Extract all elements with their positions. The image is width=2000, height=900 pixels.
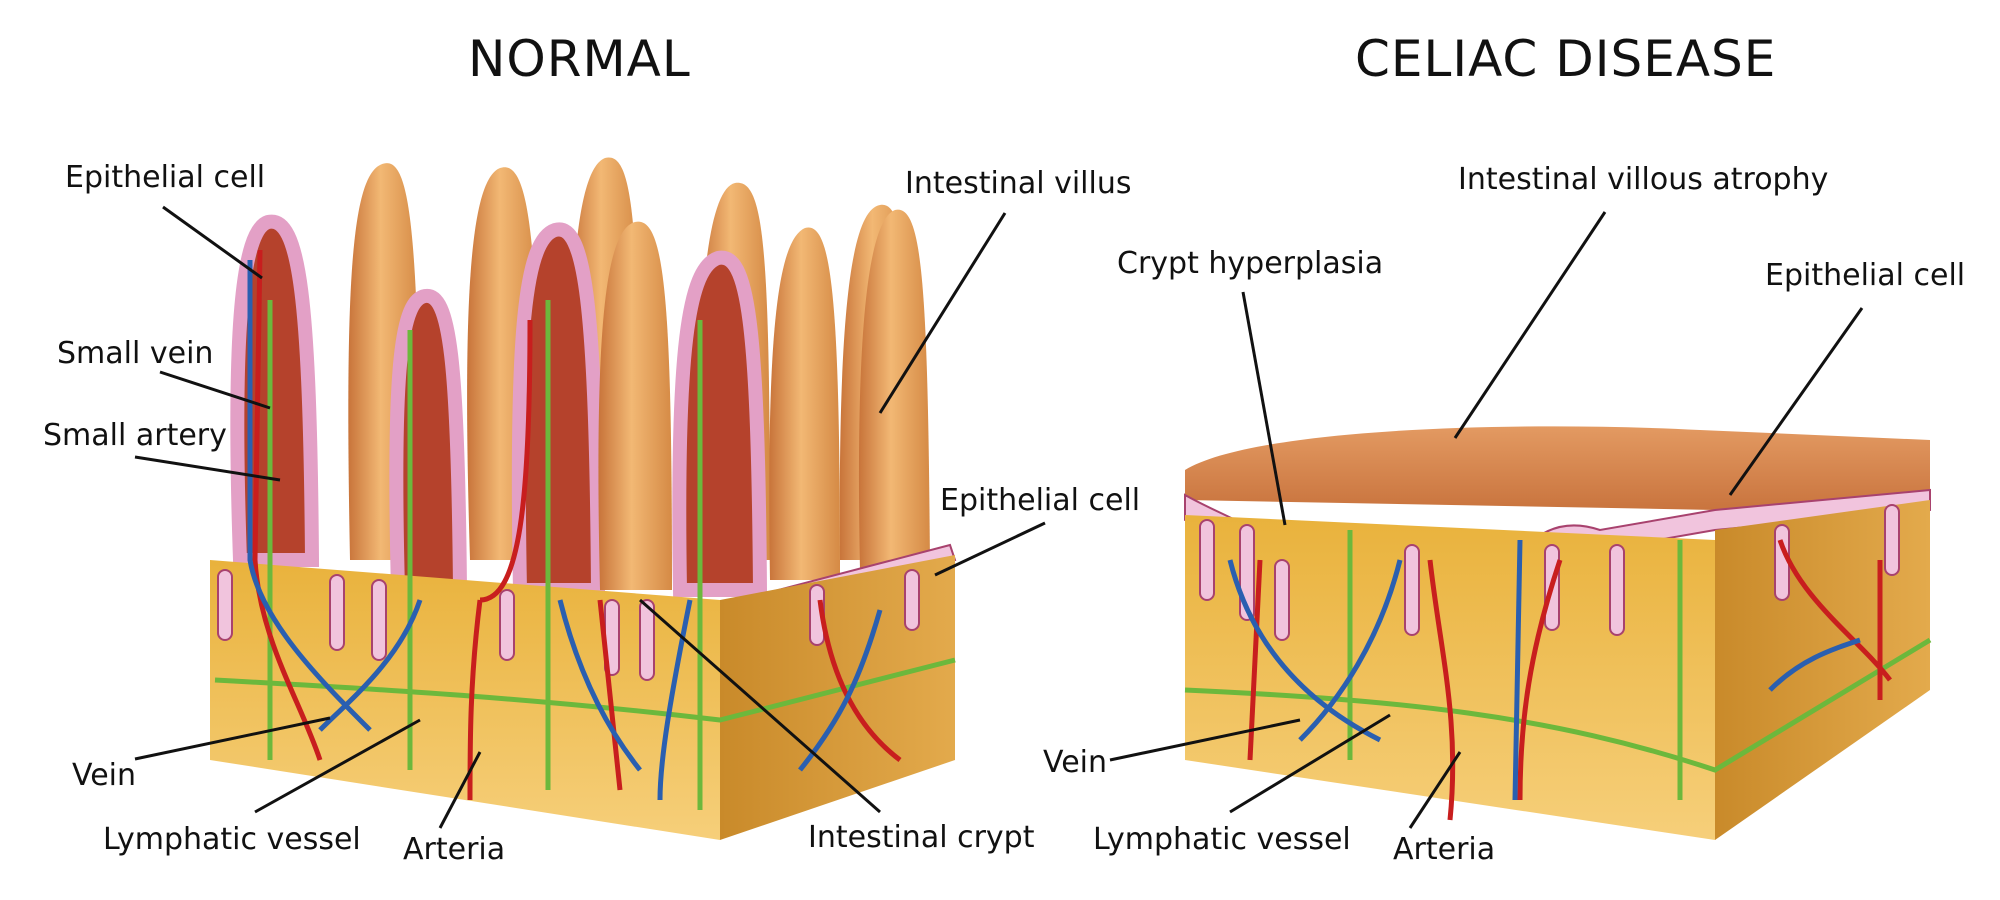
title-celiac-disease: CELIAC DISEASE bbox=[1355, 30, 1777, 88]
label-epithelial-cell-top: Epithelial cell bbox=[65, 160, 266, 195]
front-villi bbox=[230, 209, 930, 597]
label-small-artery: Small artery bbox=[43, 418, 227, 453]
normal-vessels bbox=[214, 249, 956, 810]
celiac-vessels bbox=[1184, 530, 1932, 821]
label-vein-normal: Vein bbox=[72, 758, 136, 793]
label-vein-celiac: Vein bbox=[1043, 745, 1107, 780]
label-crypt-hyperplasia: Crypt hyperplasia bbox=[1117, 246, 1384, 281]
label-epithelial-cell-celiac: Epithelial cell bbox=[1765, 258, 1966, 293]
label-arteria-celiac: Arteria bbox=[1393, 832, 1496, 867]
label-epithelial-cell-right: Epithelial cell bbox=[940, 483, 1141, 518]
normal-leader-lines bbox=[134, 205, 1046, 829]
celiac-side-face bbox=[1715, 500, 1930, 840]
normal-tissue-block bbox=[134, 157, 1046, 840]
label-lymphatic-vessel-normal: Lymphatic vessel bbox=[103, 822, 361, 857]
label-arteria-normal: Arteria bbox=[403, 832, 506, 867]
normal-crypts bbox=[217, 569, 920, 681]
title-normal: NORMAL bbox=[468, 30, 691, 88]
label-lymphatic-vessel-celiac: Lymphatic vessel bbox=[1093, 822, 1351, 857]
label-intestinal-villus: Intestinal villus bbox=[905, 166, 1132, 201]
label-intestinal-crypt: Intestinal crypt bbox=[808, 820, 1035, 855]
normal-side-face bbox=[720, 555, 955, 840]
celiac-leader-lines bbox=[1109, 211, 1864, 829]
flat-mucosa-surface bbox=[1185, 426, 1930, 510]
label-intestinal-villous-atrophy: Intestinal villous atrophy bbox=[1458, 162, 1829, 197]
celiac-tissue-block bbox=[1109, 211, 1932, 840]
label-small-vein: Small vein bbox=[57, 336, 214, 371]
